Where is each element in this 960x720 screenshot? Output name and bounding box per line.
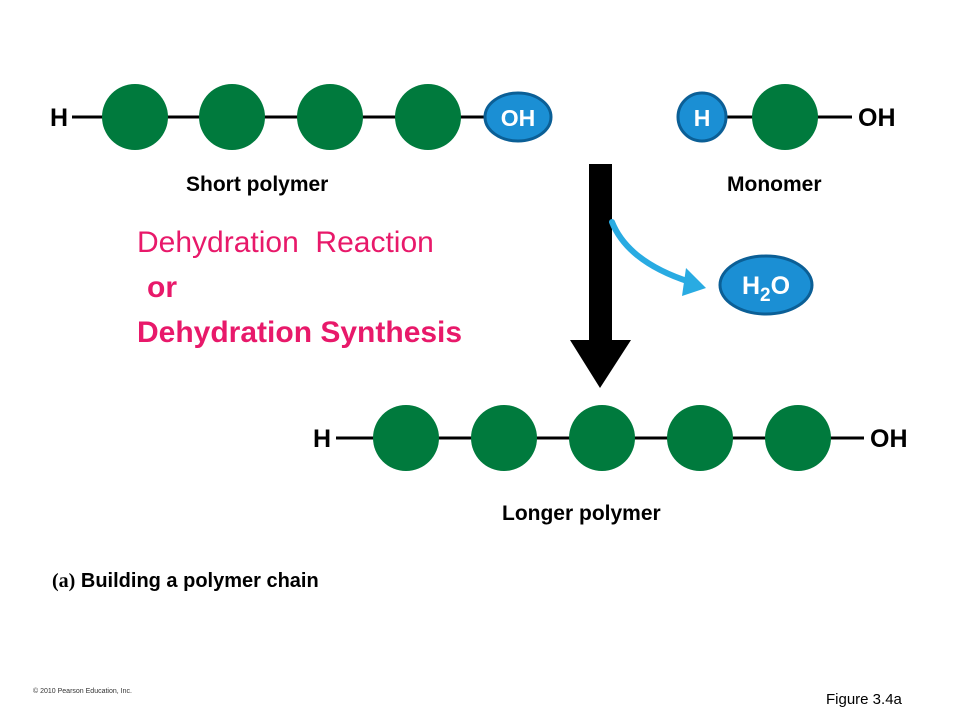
water-o: O: [771, 272, 790, 300]
longer-polymer-monomer: [569, 405, 635, 471]
monomer-unit: [752, 84, 818, 150]
short-polymer-monomer: [395, 84, 461, 150]
water-subscript: 2: [760, 285, 771, 306]
reaction-name-line3: Dehydration Synthesis: [137, 316, 463, 349]
short-polymer-label: Short polymer: [186, 173, 329, 196]
monomer-label: Monomer: [727, 173, 822, 196]
water-molecule: H2O: [718, 254, 814, 316]
hydrogen-group: [676, 91, 728, 143]
monomer-h-end: H: [694, 105, 711, 131]
longer-polymer-oh-end: OH: [870, 425, 908, 453]
reaction-name-or: or: [147, 271, 177, 304]
longer-polymer-monomer: [471, 405, 537, 471]
longer-polymer-label: Longer polymer: [502, 502, 661, 525]
water-h: H: [742, 272, 760, 300]
longer-polymer-monomer: [667, 405, 733, 471]
copyright-notice: © 2010 Pearson Education, Inc.: [33, 688, 132, 695]
water-arrow-head: [682, 268, 706, 296]
water-arrow-curve: [609, 219, 693, 285]
free-monomer: H OH: [676, 84, 896, 150]
reaction-name-line1: Dehydration Reaction: [137, 226, 434, 259]
reaction-arrow: [570, 164, 631, 388]
water-ellipse: [718, 254, 814, 316]
caption-part-letter: (a): [52, 570, 76, 592]
short-polymer-oh-end: OH: [501, 105, 536, 131]
longer-polymer-h-end: H: [313, 425, 331, 453]
monomer-oh-end: OH: [858, 104, 896, 132]
hydroxyl-group: [483, 91, 553, 143]
water-release-arrow: [609, 219, 706, 296]
figure-caption: (a) Building a polymer chain: [52, 571, 319, 591]
reaction-arrow-head: [570, 340, 631, 388]
short-polymer-monomer: [102, 84, 168, 150]
longer-polymer-monomer: [765, 405, 831, 471]
water-formula: H2O: [742, 272, 790, 306]
caption-text: Building a polymer chain: [80, 570, 319, 592]
short-polymer-monomer: [199, 84, 265, 150]
longer-polymer-chain: H OH: [313, 405, 908, 471]
reaction-arrow-shaft: [589, 164, 612, 344]
figure-number: Figure 3.4a: [826, 691, 902, 708]
short-polymer-monomer: [297, 84, 363, 150]
longer-polymer-monomer: [373, 405, 439, 471]
short-polymer-h-end: H: [50, 104, 68, 132]
short-polymer-chain: H OH: [50, 84, 553, 150]
